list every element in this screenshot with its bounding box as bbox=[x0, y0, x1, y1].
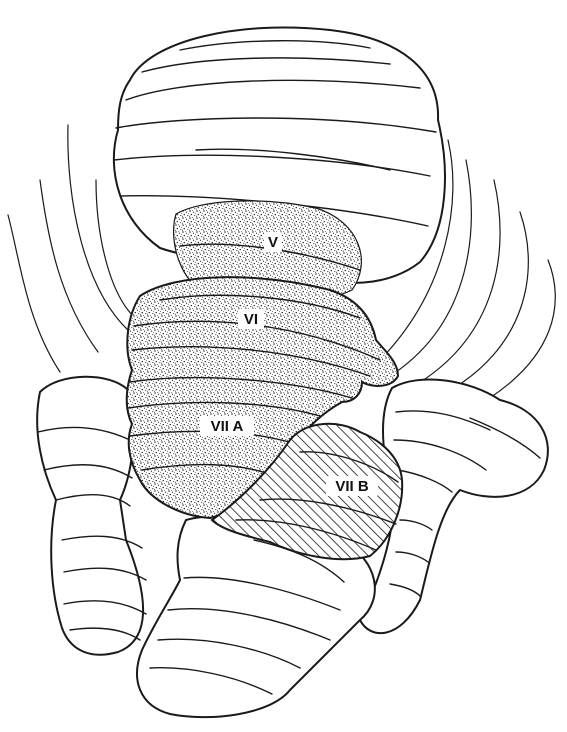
label-v-text: V bbox=[268, 234, 278, 251]
label-vii-b-text: VII B bbox=[335, 478, 369, 495]
label-vi-text: VI bbox=[244, 311, 258, 328]
label-vii-a: VII A bbox=[200, 416, 254, 436]
label-vii-a-text: VII A bbox=[211, 418, 244, 435]
label-vii-b: VII B bbox=[326, 476, 378, 496]
label-v: V bbox=[264, 232, 282, 252]
label-vi: VI bbox=[238, 309, 264, 329]
